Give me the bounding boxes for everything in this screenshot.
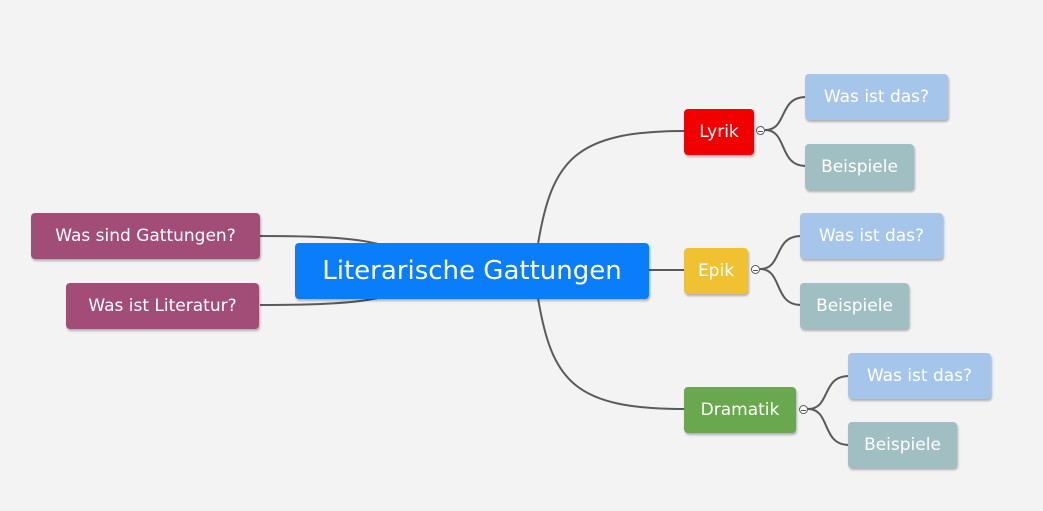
connector-epik-to-was-ist-das xyxy=(759,235,802,270)
subtopic-label: Beispiele xyxy=(816,296,893,316)
connector-central-to-lyrik xyxy=(537,130,686,245)
central-topic[interactable]: Literarische Gattungen xyxy=(295,243,649,299)
subtopic-label: Beispiele xyxy=(864,435,941,455)
subtopic-label: Beispiele xyxy=(821,157,898,177)
subtopic-dramatik-beispiele[interactable]: Beispiele xyxy=(848,422,957,468)
topic-dramatik[interactable]: Dramatik xyxy=(684,387,796,433)
subtopic-label: Was ist das? xyxy=(866,366,973,386)
topic-lyrik[interactable]: Lyrik xyxy=(684,109,754,155)
subtopic-label: Was ist das? xyxy=(818,226,925,246)
subtopic-epik-was-ist-das[interactable]: Was ist das? xyxy=(800,213,943,259)
connector-lyrik-to-beispiele xyxy=(764,129,807,167)
connector-central-to-was-ist-literatur xyxy=(259,297,379,306)
connector-central-to-dramatik xyxy=(537,297,686,410)
connector-epik-to-beispiele xyxy=(759,268,802,306)
subtopic-lyrik-beispiele[interactable]: Beispiele xyxy=(805,144,914,190)
topic-label: Dramatik xyxy=(700,400,780,420)
collapse-toggle-epik[interactable] xyxy=(751,265,760,274)
subtopic-epik-beispiele[interactable]: Beispiele xyxy=(800,283,909,329)
topic-label: Was sind Gattungen? xyxy=(55,226,236,246)
collapse-toggle-lyrik[interactable] xyxy=(756,126,765,135)
connector-dramatik-to-was-ist-das xyxy=(807,375,850,410)
subtopic-dramatik-was-ist-das[interactable]: Was ist das? xyxy=(848,353,991,399)
topic-epik[interactable]: Epik xyxy=(684,248,748,294)
collapse-toggle-dramatik[interactable] xyxy=(799,405,808,414)
topic-label: Lyrik xyxy=(699,122,739,142)
subtopic-lyrik-was-ist-das[interactable]: Was ist das? xyxy=(805,74,948,120)
central-topic-label: Literarische Gattungen xyxy=(322,256,622,286)
topic-label: Epik xyxy=(697,261,735,281)
connector-dramatik-to-beispiele xyxy=(807,408,850,446)
topic-label: Was ist Literatur? xyxy=(88,296,237,316)
topic-was-sind-gattungen[interactable]: Was sind Gattungen? xyxy=(31,213,260,259)
connector-central-to-was-sind-gattungen xyxy=(259,235,379,245)
topic-was-ist-literatur[interactable]: Was ist Literatur? xyxy=(66,283,259,329)
connector-lyrik-to-was-ist-das xyxy=(764,96,807,131)
subtopic-label: Was ist das? xyxy=(823,87,930,107)
